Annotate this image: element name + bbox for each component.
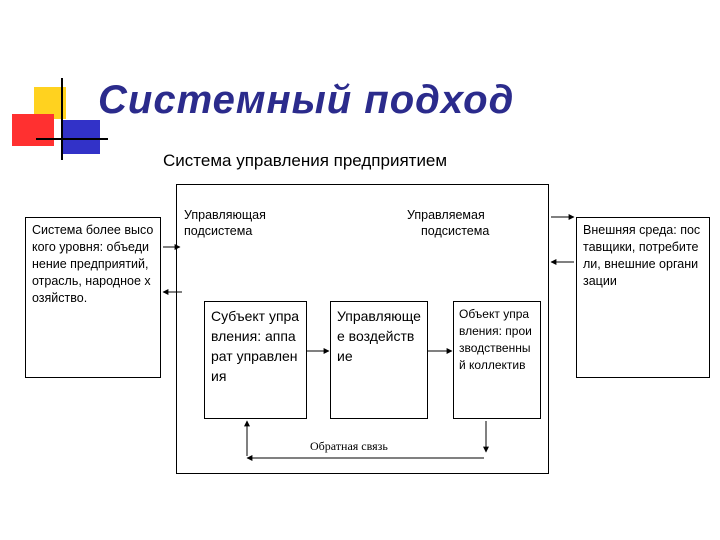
- higher-level-system-box: Система более высокого уровня: объединен…: [25, 217, 161, 378]
- higher-level-system-text: Система более высокого уровня: объединен…: [32, 223, 154, 305]
- controlled-subsystem-label-line1: Управляемая: [407, 208, 485, 222]
- external-environment-text: Внешняя среда: поставщики, потребители, …: [583, 223, 701, 288]
- feedback-label: Обратная связь: [310, 439, 388, 453]
- control-influence-box: Управляющее воздействие: [330, 301, 428, 419]
- diagram-subtitle: Система управления предприятием: [163, 151, 448, 170]
- management-object-box: Объект управления: производственный колл…: [453, 301, 541, 419]
- controlled-subsystem-label-line2: подсистема: [421, 224, 490, 238]
- page-title: Системный подход: [98, 78, 515, 122]
- control-influence-text: Управляющее воздействие: [337, 308, 421, 364]
- controlling-subsystem-label-line1: Управляющая: [184, 208, 266, 222]
- logo-square-red: [12, 114, 54, 146]
- logo-square-blue: [62, 120, 100, 154]
- management-object-text: Объект управления: производственный колл…: [459, 307, 532, 372]
- logo-square-yellow: [34, 87, 66, 119]
- management-subject-box: Субъект управления: аппарат управления: [204, 301, 307, 419]
- management-subject-text: Субъект управления: аппарат управления: [211, 308, 300, 384]
- controlling-subsystem-label-line2: подсистема: [184, 224, 253, 238]
- external-environment-box: Внешняя среда: поставщики, потребители, …: [576, 217, 710, 378]
